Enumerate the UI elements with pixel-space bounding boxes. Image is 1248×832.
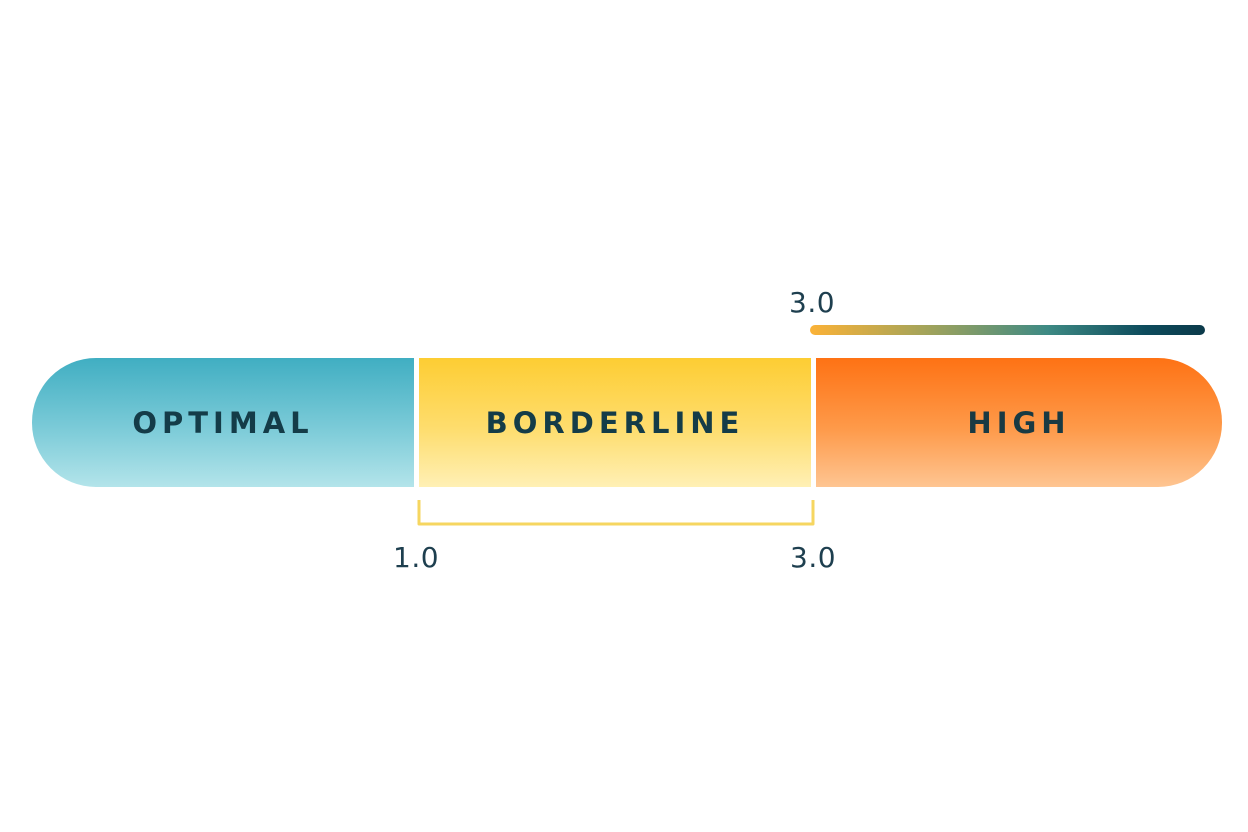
high-threshold-label: 3.0	[789, 286, 836, 319]
borderline-range-bracket	[417, 500, 815, 526]
high-range-indicator-line	[810, 325, 1205, 335]
risk-scale-bar: OPTIMAL BORDERLINE HIGH	[32, 358, 1222, 487]
borderline-start-label: 1.0	[393, 541, 440, 574]
borderline-end-label: 3.0	[790, 541, 837, 574]
segment-optimal-label: OPTIMAL	[132, 405, 314, 440]
segment-optimal: OPTIMAL	[32, 358, 414, 487]
segment-high-label: HIGH	[967, 405, 1071, 440]
segment-borderline-label: BORDERLINE	[485, 405, 745, 440]
segment-high: HIGH	[816, 358, 1222, 487]
segment-borderline: BORDERLINE	[419, 358, 811, 487]
